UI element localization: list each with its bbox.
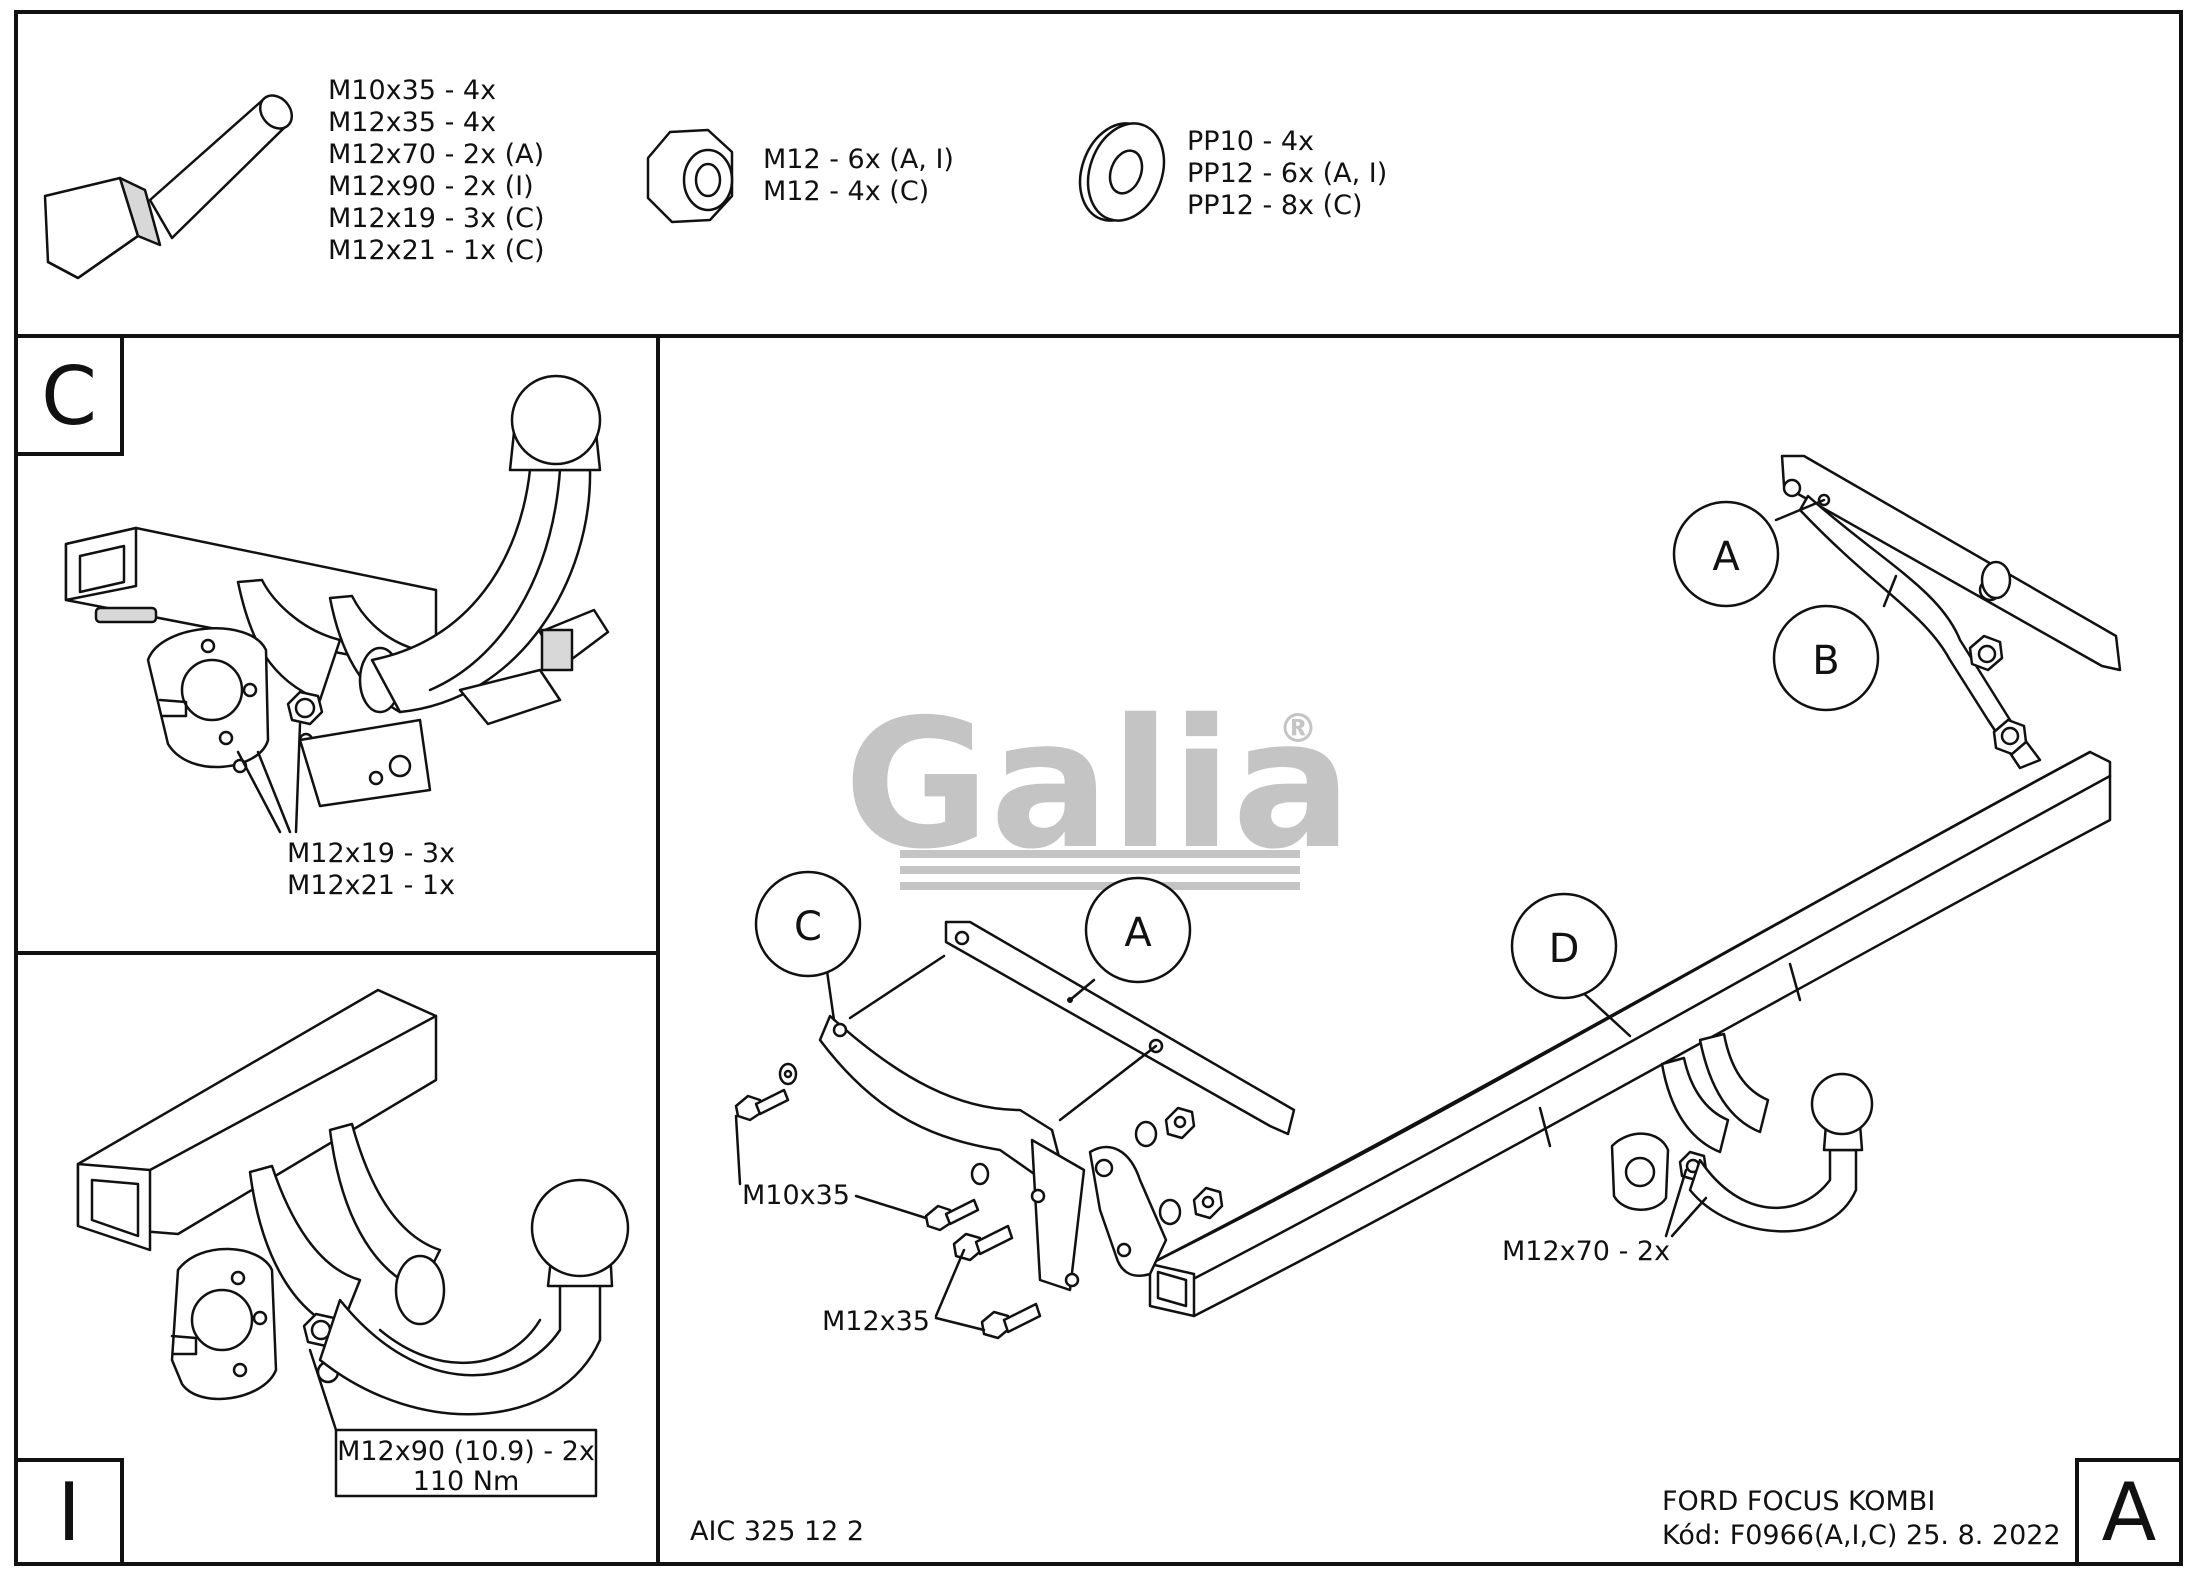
bolt-spec: M12x21 - 1x (C): [328, 235, 545, 266]
callout-circle-a-right: A: [1672, 500, 1780, 608]
leader-line: [734, 1114, 742, 1186]
panel-c-callout: M12x19 - 3x: [287, 838, 455, 869]
vehicle-name: FORD FOCUS KOMBI: [1662, 1486, 1935, 1517]
callout-circle-d: D: [1510, 892, 1618, 1000]
loose-bolt-m10: [924, 1162, 990, 1232]
panel-i-letter: I: [57, 1466, 81, 1559]
loose-bolt-m10: [734, 1062, 798, 1122]
callout-m12x35: M12x35: [822, 1306, 930, 1337]
detachable-towball-assembly: [64, 374, 610, 808]
galia-registered-mark: ®: [1278, 706, 1318, 752]
washer-list: PP10 - 4x PP12 - 6x (A, I) PP12 - 8x (C): [1187, 126, 1387, 221]
leader-line: [1670, 1196, 1708, 1238]
circle-label: D: [1549, 926, 1580, 972]
nut-list: M12 - 6x (A, I) M12 - 4x (C): [763, 144, 954, 207]
washer-spec: PP12 - 6x (A, I): [1187, 158, 1387, 189]
bolt-spec: M12x70 - 2x (A): [328, 139, 544, 170]
loose-bolt-m12: [980, 1302, 1042, 1340]
leader-line: [236, 750, 282, 834]
bracket-c-left: [818, 1014, 1086, 1292]
nut-icon: [646, 128, 734, 224]
product-code-date: Kód: F0966(A,I,C) 25. 8. 2022: [1662, 1520, 2061, 1551]
panel-a-letter-box: [2075, 1458, 2183, 1566]
nut-spec: M12 - 6x (A, I): [763, 144, 954, 175]
callout-circle-a-left: A: [1084, 876, 1192, 984]
loose-nut: [1134, 1106, 1224, 1226]
logo-underline: [900, 882, 1300, 890]
leader-line: [854, 1194, 928, 1220]
leader-line: [256, 750, 292, 834]
loose-bolt-m12: [952, 1224, 1014, 1262]
sheet-frame: [14, 10, 2183, 1566]
torque-spec-box: [334, 1428, 598, 1498]
panel-a-letter: A: [2102, 1466, 2157, 1559]
callout-m12x70: M12x70 - 2x: [1502, 1236, 1670, 1267]
washer-spec: PP10 - 4x: [1187, 126, 1314, 157]
circle-label: A: [1124, 910, 1152, 956]
panel-i-callout: M12x90 (10.9) - 2x: [337, 1436, 595, 1467]
leader-line: [1664, 1168, 1688, 1238]
panel-c-letter: C: [41, 350, 97, 443]
fixed-towball-assembly: [76, 988, 630, 1416]
nut-spec: M12 - 4x (C): [763, 176, 929, 207]
leader-line: [308, 1348, 338, 1432]
leader-line: [1882, 574, 1898, 608]
circle-label: A: [1712, 534, 1740, 580]
leader-line: [934, 1316, 986, 1332]
document-code: AIC 325 12 2: [690, 1516, 864, 1547]
panel-c: C: [14, 334, 610, 901]
callout-m10x35: M10x35: [742, 1180, 850, 1211]
towball-assembly: [1610, 1032, 1874, 1233]
washer-icon: [1078, 122, 1166, 222]
bracket-plate: [1088, 1145, 1168, 1277]
leader-line: [934, 1248, 966, 1318]
bolt-list: M10x35 - 4x M12x35 - 4x M12x70 - 2x (A) …: [328, 75, 545, 266]
washer-spec: PP12 - 8x (C): [1187, 190, 1363, 221]
leader-line: [1774, 498, 1826, 522]
leader-line: [1068, 978, 1096, 1002]
callout-circle-c: C: [754, 870, 862, 978]
bracket-a-right: [1780, 454, 2122, 672]
panel-i: I: [14, 988, 630, 1566]
panel-i-callout: 110 Nm: [413, 1466, 520, 1497]
leader-line: [294, 722, 302, 834]
panel-i-letter-box: [14, 1458, 124, 1566]
panel-c-callout: M12x21 - 1x: [287, 870, 455, 901]
logo-underline: [900, 850, 1300, 858]
logo-underline: [900, 866, 1300, 874]
leader-line: [848, 954, 946, 1020]
panel-c-letter-box: [14, 334, 124, 456]
circle-label: C: [794, 904, 822, 950]
panel-a: Galia ®: [690, 454, 2183, 1566]
bracket-b-right: [1798, 494, 2042, 770]
bolt-icon: [43, 94, 294, 280]
leader-line: [1578, 988, 1632, 1038]
leader-line: [1058, 1044, 1158, 1122]
bolt-spec: M12x35 - 4x: [328, 107, 496, 138]
callout-circle-b: B: [1772, 604, 1880, 712]
bolt-spec: M12x19 - 3x (C): [328, 203, 545, 234]
bolt-spec: M10x35 - 4x: [328, 75, 496, 106]
bolt-spec: M12x90 - 2x (I): [328, 171, 534, 202]
circle-label: B: [1812, 638, 1839, 684]
